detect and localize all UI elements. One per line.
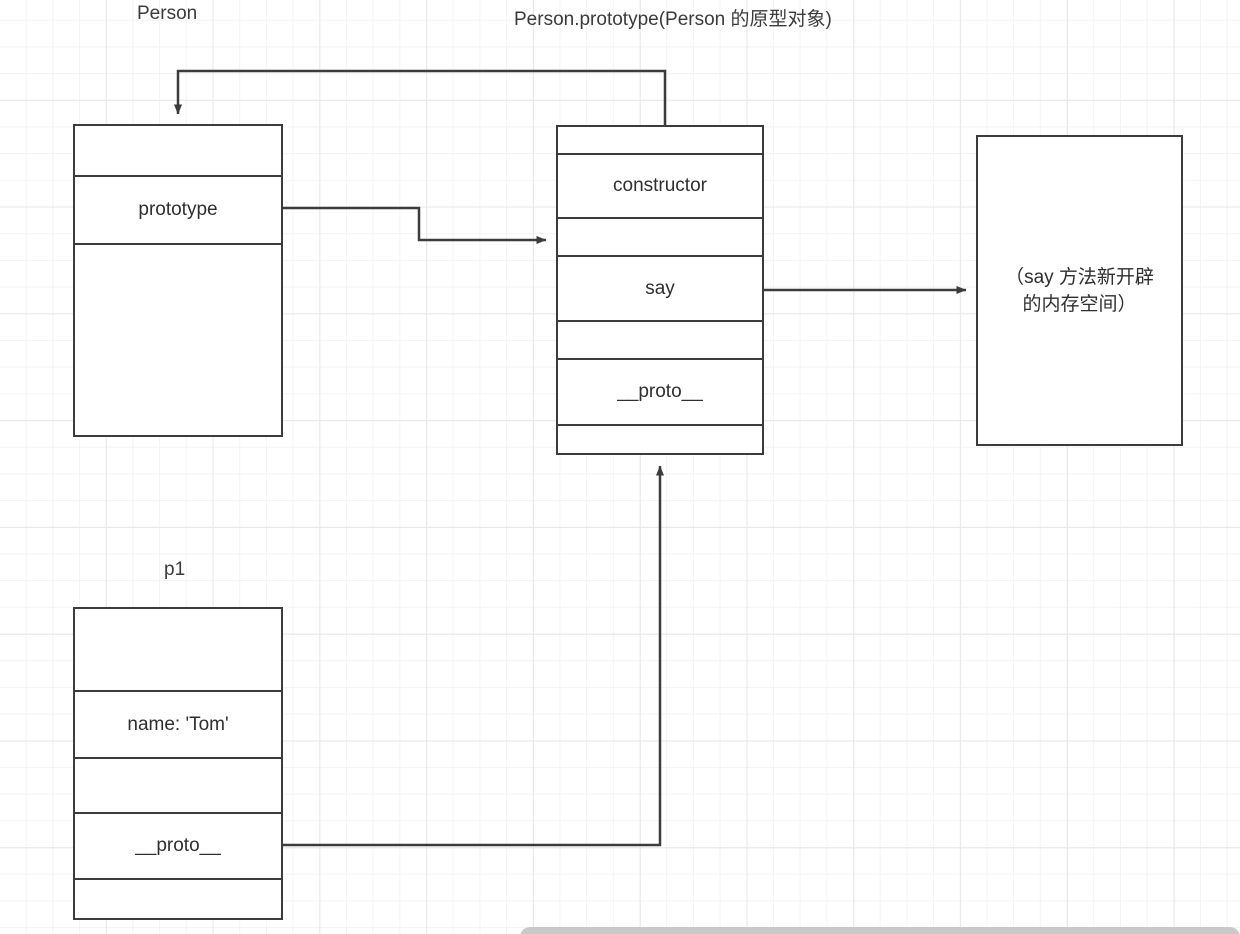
- person-row-empty-top: [75, 126, 281, 175]
- prototype-row-empty-2: [558, 217, 762, 255]
- prototype-row-say[interactable]: say: [558, 255, 762, 320]
- person-prototype-object-box[interactable]: constructor say __proto__: [556, 125, 764, 455]
- prototype-row-constructor[interactable]: constructor: [558, 153, 762, 217]
- p1-row-name[interactable]: name: 'Tom': [75, 690, 281, 757]
- prototype-row-empty-bottom: [558, 424, 762, 453]
- person-row-prototype[interactable]: prototype: [75, 175, 281, 243]
- p1-box-caption: p1: [164, 559, 186, 580]
- p1-row-empty-bottom: [75, 878, 281, 918]
- person-prototype-box-caption: Person.prototype(Person 的原型对象): [514, 9, 832, 30]
- person-box-caption: Person: [137, 3, 198, 24]
- person-row-empty-bottom: [75, 243, 281, 435]
- prototype-row-proto[interactable]: __proto__: [558, 358, 762, 424]
- prototype-row-empty-top: [558, 127, 762, 153]
- p1-row-empty-2: [75, 757, 281, 812]
- prototype-row-empty-4: [558, 320, 762, 358]
- say-memory-line-1: （say 方法新开辟: [1005, 266, 1154, 288]
- bottom-panel-edge: [520, 927, 1240, 934]
- say-memory-line-2: 的内存空间）: [1022, 293, 1137, 315]
- connector-p1-proto-to-prototype-object: [283, 465, 664, 847]
- person-object-box[interactable]: prototype: [73, 124, 283, 437]
- p1-row-empty-top: [75, 609, 281, 690]
- p1-object-box[interactable]: name: 'Tom' __proto__: [73, 607, 283, 920]
- say-memory-label: （say 方法新开辟 的内存空间）: [1005, 264, 1154, 318]
- connector-person-prototype-to-object: [283, 206, 547, 244]
- say-memory-box[interactable]: （say 方法新开辟 的内存空间）: [976, 135, 1183, 446]
- p1-row-proto[interactable]: __proto__: [75, 812, 281, 878]
